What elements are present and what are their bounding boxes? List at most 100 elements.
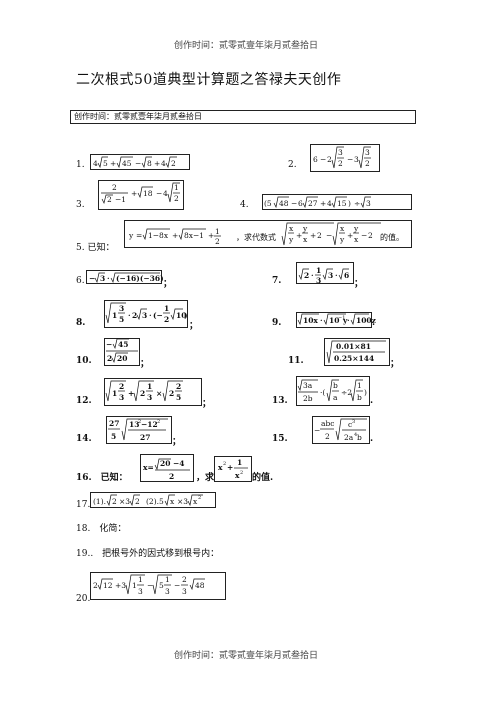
svg-text:1−8x: 1−8x [148, 231, 169, 240]
svg-text:2: 2 [223, 461, 226, 467]
problem-5-label: 5. 已知： [76, 243, 115, 253]
period-13: . [370, 396, 374, 406]
svg-text:×3: ×3 [119, 497, 130, 506]
problem-7-label: 7. [272, 276, 282, 286]
svg-text:3: 3 [147, 393, 152, 402]
semicolon-12: ； [202, 399, 212, 409]
svg-text:(−: (− [153, 311, 163, 320]
svg-text:−: − [89, 274, 95, 283]
svg-text:1: 1 [165, 575, 170, 584]
problem-13-label: 13. [272, 396, 288, 406]
svg-text:10: 10 [176, 311, 186, 320]
svg-text:2: 2 [338, 159, 343, 168]
svg-text:2a: 2a [344, 433, 354, 442]
svg-text:0.25×144: 0.25×144 [334, 354, 374, 363]
svg-text:c: c [348, 420, 352, 429]
svg-text:13: 13 [129, 420, 139, 429]
svg-text:×: × [156, 389, 162, 398]
svg-text:y: y [302, 224, 308, 233]
svg-text:3: 3 [119, 304, 124, 313]
expr-box-9 [296, 312, 372, 328]
svg-text:×3: ×3 [177, 497, 188, 506]
svg-text:·: · [107, 274, 110, 283]
expr-box-6 [86, 270, 162, 284]
svg-text:27: 27 [140, 433, 150, 442]
svg-text:2: 2 [365, 159, 370, 168]
svg-text:2: 2 [140, 389, 145, 398]
svg-text:y: y [342, 316, 348, 325]
svg-text:+: + [227, 463, 233, 472]
svg-text:4: 4 [163, 189, 168, 198]
svg-text:2: 2 [182, 575, 187, 584]
problem-17-label: 17. [76, 500, 91, 510]
svg-text:1: 1 [215, 227, 220, 236]
svg-text:x: x [170, 497, 175, 506]
svg-text:·: · [335, 271, 338, 280]
svg-text:): ) [348, 199, 351, 208]
svg-text:2: 2 [132, 311, 137, 320]
problem-19-label: 19.. 把根号外的因式移到根号内： [76, 549, 220, 559]
problem-5-text: ，求代数式 [236, 233, 276, 242]
expr-box-8 [104, 300, 188, 328]
svg-text:−1: −1 [115, 195, 126, 204]
svg-text:2: 2 [325, 432, 330, 441]
svg-text:−: − [174, 581, 180, 590]
svg-text:3: 3 [142, 311, 147, 320]
svg-text:20: 20 [117, 354, 127, 363]
svg-text:2: 2 [107, 354, 112, 363]
svg-text:27: 27 [109, 419, 119, 428]
expr-13: 3a 2b ·( ba ÷2 1b ) [297, 379, 367, 403]
svg-text:2: 2 [93, 581, 98, 590]
expr-box-20 [90, 572, 226, 600]
svg-text:6: 6 [344, 271, 349, 280]
svg-text:1: 1 [357, 381, 362, 390]
svg-text:+: + [320, 199, 326, 208]
problem-10-label: 10. [76, 356, 92, 366]
problem-3-label: 3. [76, 200, 85, 210]
svg-text:3: 3 [365, 148, 370, 157]
svg-text:45: 45 [122, 159, 132, 168]
svg-text:+: + [347, 231, 353, 240]
svg-text:x: x [218, 463, 223, 472]
svg-text:2: 2 [304, 271, 309, 280]
svg-text:2: 2 [135, 497, 140, 506]
svg-text:2: 2 [138, 419, 141, 425]
expr-7: 2 · 13 3 · 6 [298, 266, 349, 285]
svg-text:−12: −12 [141, 420, 158, 429]
svg-text:b: b [357, 433, 362, 442]
svg-text:x: x [354, 235, 359, 244]
expr-box-7 [296, 262, 354, 284]
svg-text:10: 10 [329, 316, 339, 325]
expr-5: y= 1−8x + 8x−1 + 12 xy + yx +2 − xy + yx… [128, 222, 381, 246]
svg-text:3: 3 [352, 419, 355, 425]
svg-text:2: 2 [164, 315, 169, 324]
semicolon-7: ； [354, 279, 364, 289]
svg-text:3: 3 [119, 393, 124, 402]
svg-text:4: 4 [327, 199, 332, 208]
svg-text:12: 12 [103, 581, 113, 590]
svg-text:6: 6 [298, 199, 303, 208]
svg-text:5: 5 [159, 581, 164, 590]
svg-text:2: 2 [327, 155, 332, 164]
svg-text:·: · [149, 311, 152, 320]
svg-text:1: 1 [316, 266, 321, 275]
svg-text:27: 27 [308, 199, 318, 208]
svg-text:−: − [156, 189, 162, 198]
svg-text:−: − [106, 340, 112, 349]
svg-text:+: + [110, 159, 116, 168]
svg-text:(5: (5 [264, 199, 272, 208]
svg-text:y: y [128, 231, 134, 240]
svg-text:2: 2 [176, 382, 181, 391]
svg-text:5: 5 [103, 159, 108, 168]
expr-box-16a [140, 454, 194, 482]
expr-3: 2 2 −1 + 18 − 4 12 [101, 182, 180, 205]
svg-text:abc: abc [321, 419, 334, 428]
page-title: 二次根式50道典型计算题之答禄夫天创作 [76, 72, 342, 88]
svg-text:48: 48 [279, 199, 289, 208]
svg-text:1: 1 [147, 382, 152, 391]
semicolon-14: ； [172, 437, 182, 447]
svg-text:y: y [353, 224, 359, 233]
svg-text:2: 2 [107, 195, 112, 204]
